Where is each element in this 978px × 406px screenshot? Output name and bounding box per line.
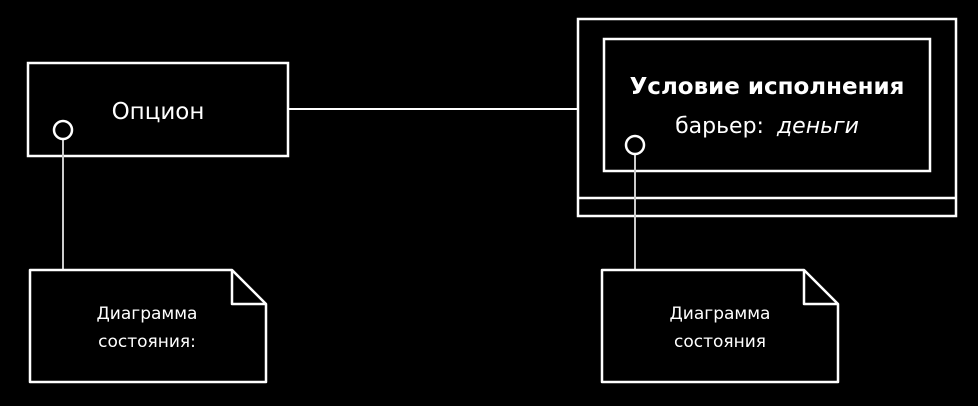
condition-title: Условие исполнения <box>630 74 905 100</box>
right-note-line2: состояния <box>674 332 766 352</box>
condition-inner-frame <box>602 37 932 173</box>
condition-attribute-value: деньги <box>776 114 859 139</box>
left-note-fold-icon <box>230 270 266 306</box>
right-state-diagram-note[interactable]: Диаграмма состояния <box>600 268 840 384</box>
right-note-line1: Диаграмма <box>670 304 771 324</box>
condition-attribute-name: барьер: <box>675 114 764 139</box>
option-port-icon <box>52 119 74 141</box>
left-state-diagram-note[interactable]: Диаграмма состояния: <box>28 268 268 384</box>
left-note-frame <box>28 268 268 384</box>
option-label: Опцион <box>112 99 205 125</box>
condition-outer-frame <box>576 17 958 218</box>
right-note-frame <box>600 268 840 384</box>
right-note-fold-icon <box>802 270 838 306</box>
option-box-frame <box>26 61 290 158</box>
condition-class-box[interactable]: Условие исполнения барьер: деньги <box>576 17 958 218</box>
left-note-line1: Диаграмма <box>97 304 198 324</box>
left-note-line2: состояния: <box>98 332 196 352</box>
condition-port-icon <box>624 134 646 156</box>
option-class-box[interactable]: Опцион <box>26 61 290 158</box>
condition-attribute: барьер: деньги <box>675 114 859 139</box>
